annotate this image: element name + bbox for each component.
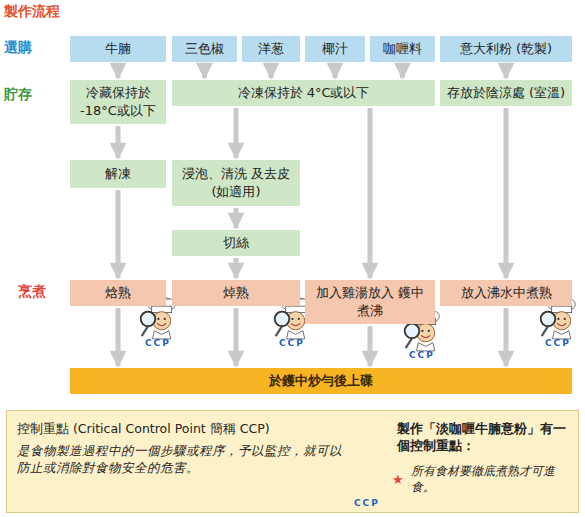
ccp-mark: CCP bbox=[145, 338, 171, 348]
box-label: 解凍 bbox=[105, 165, 131, 183]
box-label: 牛腩 bbox=[105, 40, 131, 58]
storage-box: 冷凍保持於 4°C或以下 bbox=[172, 80, 435, 106]
flow-arrow bbox=[234, 108, 239, 158]
purchase-box: 意大利粉 (乾製) bbox=[440, 36, 572, 62]
panel-body: 所有食材要徹底煮熟才可進食。 bbox=[411, 463, 575, 495]
flow-arrow bbox=[116, 64, 121, 78]
storage-box: 存放於陰涼處 (室溫) bbox=[440, 80, 572, 106]
box-label: 存放於陰涼處 (室溫) bbox=[447, 84, 565, 102]
box-label: 焓熟 bbox=[105, 284, 131, 302]
diagram-title: 製作流程 bbox=[4, 3, 60, 21]
flow-arrow bbox=[400, 64, 405, 78]
purchase-box: 椰汁 bbox=[305, 36, 365, 62]
box-label: 焯熟 bbox=[223, 284, 249, 302]
flow-arrow bbox=[333, 64, 338, 78]
box-label: 切絲 bbox=[223, 234, 249, 252]
purchase-box: 三色椒 bbox=[172, 36, 237, 62]
flow-arrow bbox=[504, 108, 509, 278]
ccp-mark: CCP bbox=[545, 338, 571, 348]
ccp-mark: CCP bbox=[354, 498, 380, 508]
flow-arrow bbox=[368, 326, 373, 366]
flow-arrow bbox=[116, 190, 121, 278]
cooking-box: 加入雞湯放入 鑊中煮沸 bbox=[305, 280, 435, 324]
flow-arrow bbox=[116, 126, 121, 158]
process-box: 切絲 bbox=[172, 230, 300, 256]
purchase-box: 牛腩 bbox=[70, 36, 166, 62]
flow-arrow bbox=[504, 308, 509, 366]
purchase-box: 咖喱料 bbox=[370, 36, 435, 62]
process-box: 浸泡、清洗 及去皮 (如適用) bbox=[172, 160, 300, 206]
box-label: 浸泡、清洗 及去皮 (如適用) bbox=[178, 165, 294, 200]
box-label: 放入沸水中煮熟 bbox=[461, 284, 552, 302]
process-box: 解凍 bbox=[70, 160, 166, 188]
flow-arrow bbox=[269, 64, 274, 78]
box-label: 冷藏保持於 -18°C或以下 bbox=[76, 84, 160, 119]
flow-arrow bbox=[234, 208, 239, 228]
box-label: 加入雞湯放入 鑊中煮沸 bbox=[311, 284, 429, 319]
flow-arrow bbox=[504, 64, 509, 78]
storage-box: 冷藏保持於 -18°C或以下 bbox=[70, 80, 166, 124]
box-label: 意大利粉 (乾製) bbox=[460, 40, 552, 58]
ccp-panel: 控制重點 (Critical Control Point 簡稱 CCP) 是食物製… bbox=[6, 410, 579, 513]
panel-heading: 製作「淡咖喱牛腩意粉」有一個控制重點： bbox=[397, 421, 575, 455]
box-label: 洋葱 bbox=[258, 40, 284, 58]
box-label: 三色椒 bbox=[185, 40, 224, 58]
star-bullet: ★ bbox=[392, 472, 404, 487]
ccp-mark: CCP bbox=[409, 350, 435, 360]
row-label: 貯存 bbox=[4, 86, 32, 104]
ccp-mark: CCP bbox=[279, 338, 305, 348]
panel-body: 是食物製造過程中的一個步驟或程序，予以監控，就可以防止或消除對食物安全的危害。 bbox=[17, 443, 347, 477]
cooking-box: 焓熟 bbox=[70, 280, 166, 306]
row-label: 烹煮 bbox=[18, 283, 46, 301]
box-label: 咖喱料 bbox=[383, 40, 422, 58]
flow-arrow bbox=[234, 258, 239, 278]
serving-bar: 於鑊中炒勻後上碟 bbox=[70, 368, 572, 394]
cooking-box: 放入沸水中煮熟 bbox=[440, 280, 572, 306]
row-label: 選購 bbox=[4, 39, 32, 57]
cooking-box: 焯熟 bbox=[172, 280, 300, 306]
purchase-box: 洋葱 bbox=[242, 36, 300, 62]
flow-arrow bbox=[234, 308, 239, 366]
box-label: 椰汁 bbox=[322, 40, 348, 58]
panel-heading: 控制重點 (Critical Control Point 簡稱 CCP) bbox=[17, 421, 347, 438]
flow-arrow bbox=[202, 64, 207, 78]
box-label: 於鑊中炒勻後上碟 bbox=[269, 372, 373, 390]
flow-arrow bbox=[116, 308, 121, 366]
flow-arrow bbox=[368, 108, 373, 278]
box-label: 冷凍保持於 4°C或以下 bbox=[238, 84, 370, 102]
